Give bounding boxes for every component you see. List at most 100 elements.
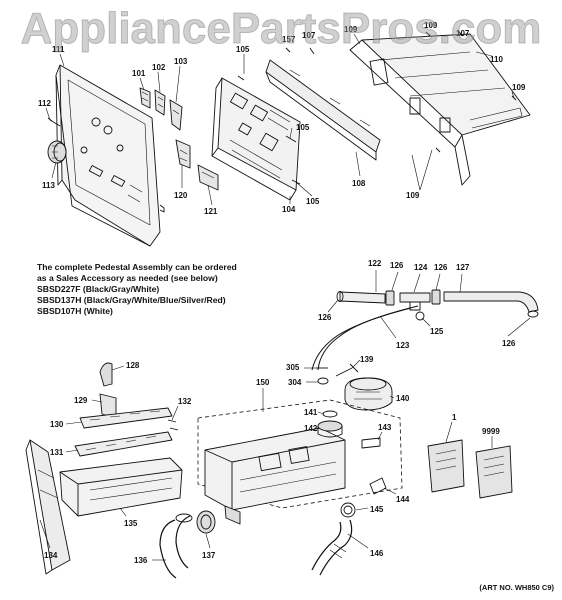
note-model-1: SBSD227F (Black/Gray/White)	[37, 284, 160, 294]
callout-131: 131	[50, 448, 64, 457]
screws-109	[425, 29, 517, 153]
knob-113	[47, 140, 67, 164]
callout-126-a: 126	[390, 261, 404, 270]
callout-9999: 9999	[482, 427, 500, 436]
pump-140	[344, 377, 393, 411]
callout-134: 134	[44, 551, 58, 560]
hose-136	[159, 513, 193, 579]
clip-144	[369, 477, 387, 495]
note-line-1: The complete Pedestal Assembly can be or…	[37, 262, 237, 272]
callout-157: 157	[282, 35, 296, 44]
callout-128: 128	[126, 361, 140, 370]
callout-102: 102	[152, 63, 166, 72]
hose-127	[443, 291, 539, 318]
callout-105-a: 105	[236, 45, 250, 54]
literature-9999	[475, 445, 513, 499]
hose-122	[336, 291, 386, 304]
callout-105-c: 105	[306, 197, 320, 206]
note-model-2: SBSD137H (Black/Gray/White/Blue/Silver/R…	[37, 295, 226, 305]
callout-113: 113	[42, 181, 55, 190]
literature-1	[427, 439, 465, 493]
callout-109-d: 109	[406, 191, 420, 200]
callout-142: 142	[304, 424, 318, 433]
leader-lines	[39, 33, 531, 561]
drawer-135	[59, 457, 183, 517]
clip-128	[99, 362, 113, 387]
callout-120: 120	[174, 191, 188, 200]
valve-142	[317, 420, 343, 438]
callout-135: 135	[124, 519, 138, 528]
bracket-120	[175, 139, 191, 169]
callout-127: 127	[456, 263, 470, 272]
rail-108	[265, 59, 381, 161]
callout-140: 140	[396, 394, 410, 403]
seal-141	[322, 410, 338, 418]
callout-137: 137	[202, 551, 216, 560]
bracket-103	[169, 99, 183, 131]
pedestal-assembly-note: The complete Pedestal Assembly can be or…	[37, 262, 267, 317]
grommet-304	[317, 377, 329, 385]
hose-146	[311, 519, 353, 576]
tub-assembly	[204, 427, 346, 525]
callout-143: 143	[378, 423, 392, 432]
seal-145	[340, 502, 356, 518]
control-board-104	[211, 77, 301, 201]
callout-109-c: 109	[512, 83, 526, 92]
fitting-126a	[385, 290, 395, 306]
callout-107-b: 107	[456, 29, 470, 38]
top-cover-110	[349, 33, 531, 186]
bracket-101	[139, 87, 151, 109]
callout-136: 136	[134, 556, 148, 565]
callout-109-a: 109	[344, 25, 358, 34]
callout-123: 123	[396, 341, 410, 350]
callout-139: 139	[360, 355, 374, 364]
callout-121: 121	[204, 207, 218, 216]
callout-108: 108	[352, 179, 366, 188]
screw-157	[285, 47, 315, 55]
fitting-126b	[431, 289, 441, 305]
callout-109-b: 109	[424, 21, 438, 30]
callout-144: 144	[396, 495, 410, 504]
callout-labels: 111 112 113 101 102 103 120 121 105 105 …	[38, 21, 526, 565]
callout-104: 104	[282, 205, 296, 214]
callout-103: 103	[174, 57, 188, 66]
bracket-121	[197, 164, 219, 191]
note-model-3: SBSD107H (White)	[37, 306, 113, 316]
bracket-102	[154, 89, 166, 116]
callout-146: 146	[370, 549, 384, 558]
screw-132	[167, 419, 179, 431]
assembly-150-boundary	[197, 399, 403, 509]
callout-122: 122	[368, 259, 382, 268]
callout-125: 125	[430, 327, 444, 336]
callout-126-c: 126	[318, 313, 332, 322]
fitting-143	[361, 437, 381, 449]
coupling-137	[196, 510, 216, 534]
callout-132: 132	[178, 397, 192, 406]
callout-305: 305	[286, 363, 300, 372]
clamp-125	[415, 311, 425, 321]
slide-131	[74, 431, 173, 457]
callout-110: 110	[490, 55, 503, 64]
callout-1: 1	[452, 413, 457, 422]
callout-107-a: 107	[302, 31, 316, 40]
callout-150: 150	[256, 378, 270, 387]
note-line-2: as a Sales Accessory as needed (see belo…	[37, 273, 218, 283]
callout-105-b: 105	[296, 123, 310, 132]
callout-101: 101	[132, 69, 146, 78]
front-panel-134	[25, 439, 71, 575]
callout-141: 141	[304, 408, 318, 417]
slide-130	[79, 407, 173, 429]
callout-130: 130	[50, 420, 64, 429]
tee-124	[399, 292, 431, 311]
control-panel-111	[55, 64, 165, 247]
callout-126-d: 126	[502, 339, 516, 348]
callout-112: 112	[38, 99, 51, 108]
callout-124: 124	[414, 263, 428, 272]
callout-304: 304	[288, 378, 302, 387]
art-number: (ART NO. WH850 C9)	[479, 583, 554, 592]
callout-126-b: 126	[434, 263, 448, 272]
callout-111: 111	[52, 45, 65, 54]
callout-129: 129	[74, 396, 88, 405]
